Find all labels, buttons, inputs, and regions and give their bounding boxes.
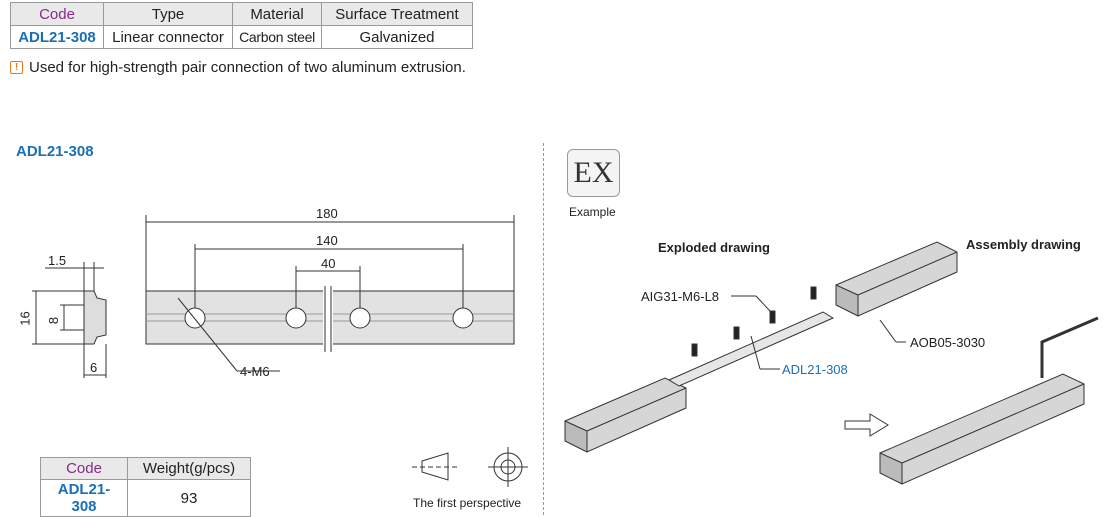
spec-material-value: Carbon steel <box>232 25 322 49</box>
usage-note-text: Used for high-strength pair connection o… <box>29 59 466 76</box>
callout-screw: AIG31-M6-L8 <box>641 289 720 304</box>
dim-holes: 4-M6 <box>240 364 270 379</box>
spec-header-surface: Surface Treatment <box>321 2 473 26</box>
dim-slot: 8 <box>46 316 62 325</box>
side-profile <box>32 262 107 378</box>
dim-width: 6 <box>90 360 98 375</box>
assembly-arrow <box>844 413 889 437</box>
example-label: Example <box>569 205 616 219</box>
dim-overall: 180 <box>316 206 338 221</box>
usage-note: ! Used for high-strength pair connection… <box>10 59 466 76</box>
weight-value: 93 <box>127 479 251 517</box>
assembly-drawing <box>879 316 1099 485</box>
section-title: ADL21-308 <box>16 143 94 160</box>
callout-profile: AOB05-3030 <box>910 335 986 350</box>
weight-table-header: Code Weight(g/pcs) <box>40 457 251 480</box>
callout-connector: ADL21-308 <box>782 362 848 377</box>
assembly-title: Assembly drawing <box>966 237 1081 252</box>
hole-4 <box>452 307 474 329</box>
hole-2 <box>285 307 307 329</box>
spec-table: Code Type Material Surface Treatment ADL… <box>10 2 473 49</box>
warning-icon: ! <box>10 61 23 74</box>
dim-holes-inner: 40 <box>321 256 336 271</box>
hole-3 <box>349 307 371 329</box>
spec-code-value: ADL21-308 <box>10 25 104 49</box>
spec-table-row: ADL21-308 Linear connector Carbon steel … <box>10 25 473 49</box>
spec-surface-value: Galvanized <box>321 25 473 49</box>
example-badge: EX <box>567 149 620 197</box>
perspective-label: The first perspective <box>413 496 522 510</box>
spec-header-code: Code <box>10 2 104 26</box>
weight-table-row: ADL21-308 93 <box>40 479 251 517</box>
dim-height: 16 <box>17 311 33 326</box>
weight-table: Code Weight(g/pcs) ADL21-308 93 <box>40 457 251 517</box>
connector-bar <box>145 286 515 352</box>
dim-holes-outer: 140 <box>316 233 338 248</box>
weight-header-code: Code <box>40 457 128 480</box>
exploded-drawing <box>564 241 958 453</box>
dim-thickness: 1.5 <box>48 253 67 268</box>
spec-table-header: Code Type Material Surface Treatment <box>10 2 473 26</box>
weight-header-weight: Weight(g/pcs) <box>127 457 251 480</box>
first-angle-symbol <box>412 447 528 487</box>
divider <box>543 143 544 515</box>
exploded-title: Exploded drawing <box>658 240 770 255</box>
weight-code-value: ADL21-308 <box>40 479 128 517</box>
spec-type-value: Linear connector <box>103 25 233 49</box>
